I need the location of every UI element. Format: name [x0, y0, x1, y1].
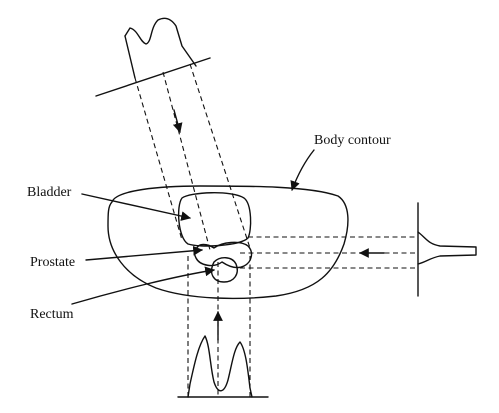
- anterior-beam-field-right: [189, 63, 251, 249]
- anterior-beam-baseline: [95, 57, 211, 97]
- rectum-leader: [71, 266, 215, 305]
- bladder-label: Bladder: [27, 185, 72, 200]
- posterior-beam: [177, 256, 269, 398]
- prostate-outline: [193, 241, 253, 269]
- anterior-beam-arrow: [172, 109, 183, 133]
- lateral-beam: [240, 202, 477, 297]
- anterior-beam-edge-left: [124, 35, 136, 79]
- prostate-label: Prostate: [30, 255, 75, 270]
- lateral-beam-profile: [417, 231, 477, 265]
- posterior-beam-profile: [187, 335, 253, 398]
- anterior-oblique-beam: [95, 17, 251, 251]
- body-contour-outline: [107, 185, 349, 300]
- body-contour-label: Body contour: [314, 133, 391, 148]
- body-contour-leader: [290, 149, 315, 191]
- rectum-outline: [210, 257, 238, 283]
- bladder-leader: [81, 193, 191, 221]
- anterior-beam-profile: [124, 17, 197, 67]
- anterior-beam-field-left: [134, 77, 183, 241]
- bladder-outline: [177, 192, 252, 247]
- prostate-leader: [85, 245, 203, 261]
- anterior-beam-field-center: [162, 71, 211, 251]
- rectum-label: Rectum: [30, 307, 74, 322]
